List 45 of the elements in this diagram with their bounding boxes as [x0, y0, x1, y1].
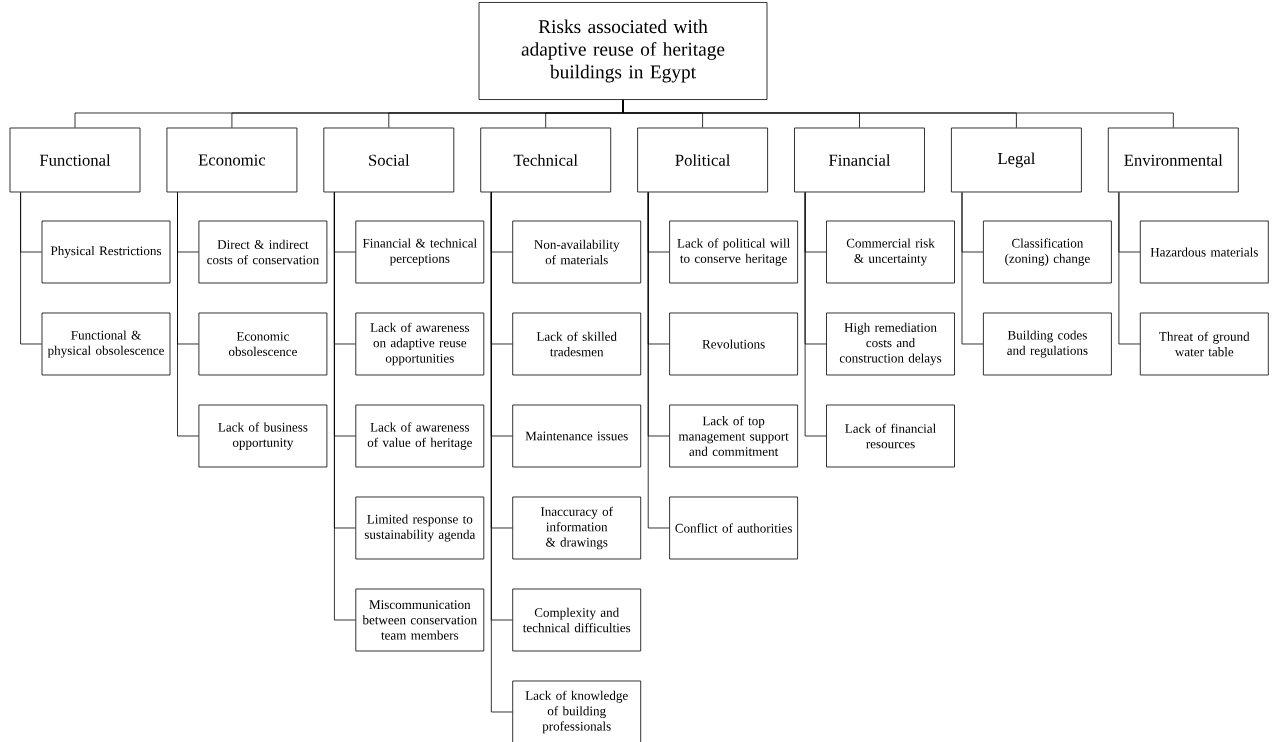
risk-box: Inaccuracy of information & drawings — [512, 496, 642, 560]
connector-line — [490, 192, 513, 713]
risk-box: Physical Restrictions — [41, 220, 171, 284]
connector-line — [177, 192, 199, 437]
connector-line — [622, 99, 1174, 128]
risk-box: Economic obsolescence — [198, 312, 328, 376]
risk-box: Direct & indirect costs of conservation — [198, 220, 328, 284]
connector-line — [804, 192, 827, 437]
risk-box: Limited response to sustainability agenda — [355, 496, 485, 560]
risk-box: Functional & physical obsolescence — [41, 312, 171, 376]
risk-box: Financial & technical perceptions — [355, 220, 485, 284]
risk-box: Commercial risk & uncertainty — [826, 220, 955, 284]
connector-line — [647, 192, 670, 529]
risk-box: Building codes and regulations — [983, 312, 1112, 376]
risk-box: Classification (zoning) change — [983, 220, 1112, 284]
risk-box: Lack of financial resources — [826, 404, 955, 468]
connector-line — [961, 192, 984, 345]
risk-box: Lack of awareness on adaptive reuse opportunities — [355, 312, 485, 376]
category-box: Political — [637, 127, 768, 193]
risk-box: Miscommunication between conservation team members — [355, 588, 485, 652]
category-box: Environmental — [1107, 127, 1239, 193]
connector-line — [334, 192, 356, 621]
connector-line — [1118, 192, 1141, 345]
title-box: Risks associated with adaptive reuse of heritage buildings in Egypt — [478, 2, 768, 100]
risk-box: Complexity and technical difficulties — [512, 588, 642, 652]
risk-box: High remediation costs and construction delays — [826, 312, 955, 376]
category-box: Economic — [166, 127, 298, 193]
risk-box: Threat of ground water table — [1139, 312, 1269, 376]
risk-box: Lack of awareness of value of heritage — [355, 404, 485, 468]
risk-box: Conflict of authorities — [669, 496, 798, 560]
category-box: Social — [323, 127, 455, 193]
risk-box: Lack of knowledge of building professionals — [512, 680, 642, 742]
category-box: Legal — [951, 127, 1082, 193]
connector-line — [20, 192, 42, 345]
risk-box: Lack of skilled tradesmen — [512, 312, 642, 376]
category-box: Functional — [9, 127, 141, 193]
risk-box: Lack of top management support and commitment — [669, 404, 798, 468]
risk-box: Maintenance issues — [512, 404, 642, 468]
category-box: Financial — [794, 127, 925, 193]
risk-box: Revolutions — [669, 312, 798, 376]
risk-box: Non-availability of materials — [512, 220, 642, 284]
risk-box: Hazardous materials — [1139, 220, 1269, 284]
risk-box: Lack of political will to conserve heritage — [669, 220, 798, 284]
risk-box: Lack of business opportunity — [198, 404, 328, 468]
category-box: Technical — [480, 127, 612, 193]
